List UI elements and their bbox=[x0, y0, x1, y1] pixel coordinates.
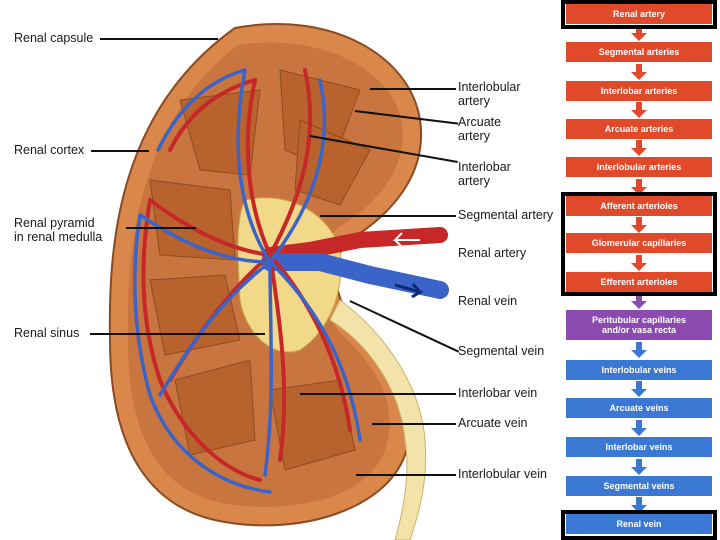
flow-step: Interlobar veins bbox=[566, 437, 712, 457]
label-segmental-artery: Segmental artery bbox=[458, 208, 553, 222]
label-renal-vein: Renal vein bbox=[458, 294, 517, 308]
label-interlobar-vein: Interlobar vein bbox=[458, 386, 537, 400]
leader-renal-sinus bbox=[90, 333, 265, 335]
flow-step: Arcuate veins bbox=[566, 398, 712, 418]
leader-arcuate-vein bbox=[372, 423, 456, 425]
label-renal-sinus: Renal sinus bbox=[14, 326, 79, 340]
label-renal-artery: Renal artery bbox=[458, 246, 526, 260]
leader-interlobular-artery bbox=[370, 88, 456, 90]
flow-arrow-icon bbox=[631, 342, 647, 358]
label-segmental-vein: Segmental vein bbox=[458, 344, 544, 358]
flow-arrow-icon bbox=[631, 420, 647, 436]
leader-interlobular-vein bbox=[356, 474, 456, 476]
label-interlobar-artery: Interlobar artery bbox=[458, 160, 511, 188]
label-interlobular-vein: Interlobular vein bbox=[458, 467, 547, 481]
flow-arrow-icon bbox=[631, 459, 647, 475]
highlight-frame bbox=[561, 510, 717, 540]
label-renal-capsule: Renal capsule bbox=[14, 31, 93, 45]
flow-step: Interlobar arteries bbox=[566, 81, 712, 101]
flow-arrow-icon bbox=[631, 381, 647, 397]
leader-interlobar-vein bbox=[300, 393, 456, 395]
label-arcuate-artery: Arcuate artery bbox=[458, 115, 501, 143]
label-renal-pyramid: Renal pyramid in renal medulla bbox=[14, 216, 102, 244]
leader-renal-cortex bbox=[91, 150, 149, 152]
flow-step: Arcuate arteries bbox=[566, 119, 712, 139]
label-interlobular-artery: Interlobular artery bbox=[458, 80, 521, 108]
flow-step: Peritubular capillaries and/or vasa rect… bbox=[566, 310, 712, 340]
flow-arrow-icon bbox=[631, 102, 647, 118]
label-renal-cortex: Renal cortex bbox=[14, 143, 84, 157]
highlight-frame bbox=[561, 192, 717, 296]
flow-arrow-icon bbox=[631, 64, 647, 80]
highlight-frame bbox=[561, 0, 717, 29]
flow-step: Interlobular arteries bbox=[566, 157, 712, 177]
leader-renal-pyramid bbox=[126, 227, 196, 229]
flow-arrow-icon bbox=[631, 140, 647, 156]
leader-segmental-artery bbox=[320, 215, 456, 217]
flow-step: Interlobular veins bbox=[566, 360, 712, 380]
label-arcuate-vein: Arcuate vein bbox=[458, 416, 527, 430]
flow-step: Segmental veins bbox=[566, 476, 712, 496]
flow-step: Segmental arteries bbox=[566, 42, 712, 62]
leader-renal-capsule bbox=[100, 38, 218, 40]
